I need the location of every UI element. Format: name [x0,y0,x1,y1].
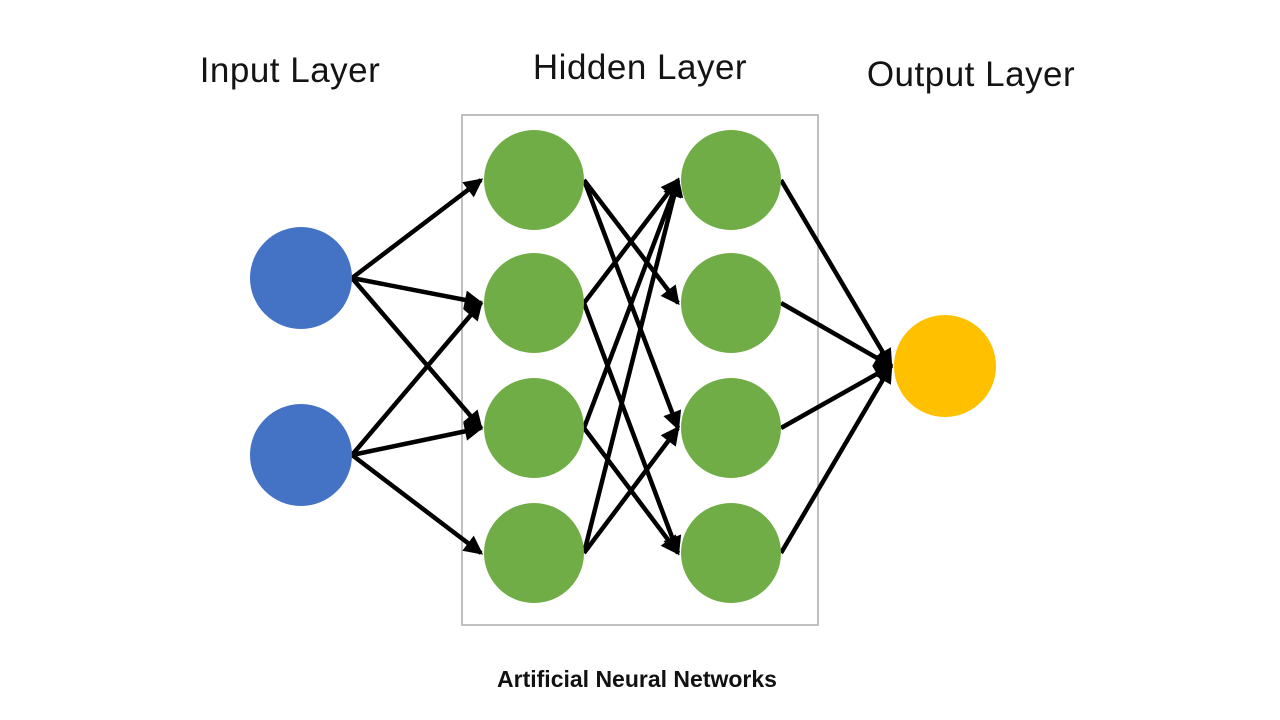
edge-i2-h2 [350,300,483,457]
edge-h8-o1 [779,363,893,555]
diagram-caption: Artificial Neural Networks [497,666,777,692]
input-node [250,227,352,329]
output-node [894,315,996,417]
hidden-layer-box-group [461,114,819,626]
edge-h2-h5 [582,177,680,305]
edge-h7-o1 [779,364,894,430]
edge-h4-h5 [581,177,684,554]
hidden-node [681,503,781,603]
edges-group [350,177,894,556]
hidden-layer-label: Hidden Layer [532,48,748,87]
input-node [250,404,352,506]
edge-i1-h2 [351,275,484,310]
edge-i1-h3 [350,276,483,431]
output-layer-label: Output Layer [866,55,1076,94]
input-layer-label: Input Layer [199,51,381,90]
nodes-group [250,130,996,603]
hidden-node [681,130,781,230]
edge-h5-o1 [779,178,893,369]
hidden-node [484,130,584,230]
hidden-node [484,378,584,478]
edge-h2-h8 [581,302,682,556]
hidden-node [681,253,781,353]
hidden-layer-box [461,114,819,626]
edge-h6-o1 [779,301,894,368]
hidden-node [484,503,584,603]
hidden-node [484,253,584,353]
edge-i1-h1 [350,178,484,280]
edge-i2-h4 [350,453,484,555]
edge-i2-h3 [351,422,484,458]
edge-h4-h7 [582,425,680,555]
edge-h3-h5 [581,177,682,429]
hidden-node [681,378,781,478]
